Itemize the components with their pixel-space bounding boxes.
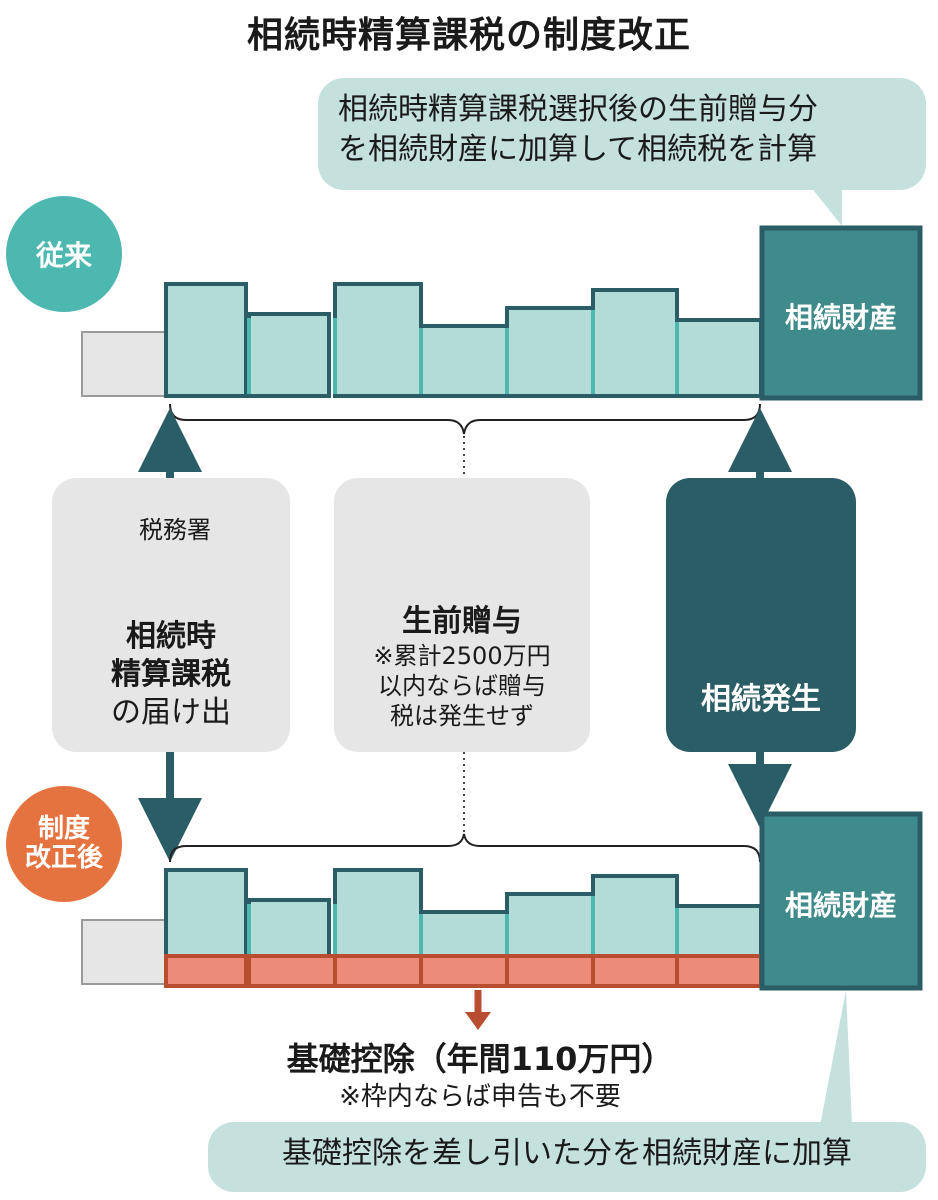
badge-new-line-2: 改正後	[24, 843, 103, 873]
estate-label-old: 相続財産	[784, 301, 897, 334]
gift-bar-old-5	[505, 306, 595, 398]
arrow-deduction-head	[465, 1012, 491, 1030]
callout-top: 相続時精算課税選択後の生前贈与分 を相続財産に加算して相続税を計算	[318, 78, 926, 190]
gift-bar-new-3	[333, 868, 423, 958]
tax-office-label-3: の届け出	[111, 695, 231, 730]
gift-bar-new-7	[675, 904, 763, 958]
badge-after-revision: 制度 改正後	[6, 786, 122, 902]
gift-bar-new-2	[247, 898, 331, 958]
tax-office-sign: 税務署	[139, 516, 211, 544]
gift-bar-old-1	[164, 282, 248, 398]
deduction-heading: 基礎控除（年間110万円）	[286, 1040, 674, 1078]
gift-bar-new-6	[591, 874, 679, 958]
callout-top-tail	[810, 186, 842, 226]
callout-top-line-1: 相続時精算課税選択後の生前贈与分	[338, 92, 818, 127]
estate-label-new: 相続財産	[784, 889, 897, 922]
panel-inheritance: 相続発生	[666, 478, 856, 752]
diagram-title: 相続時精算課税の制度改正	[246, 15, 691, 56]
gift-bar-old-7	[675, 318, 763, 398]
inheritance-label: 相続発生	[701, 682, 821, 717]
gift-bar-old-4	[419, 324, 509, 398]
gift-bar-old-3	[333, 282, 423, 398]
gift-bars-old	[164, 282, 763, 398]
gift-note-2: 以内ならば贈与	[378, 672, 546, 700]
gift-note-3: 税は発生せず	[390, 702, 534, 730]
gift-note-1: ※累計2500万円	[373, 642, 551, 670]
pre-period-block-old	[81, 331, 167, 397]
gift-bar-new-4	[419, 910, 509, 958]
tax-office-label-1: 相続時	[126, 619, 216, 654]
callout-bottom-text: 基礎控除を差し引いた分を相続財産に加算	[282, 1136, 852, 1171]
callout-top-line-2: を相続財産に加算して相続税を計算	[338, 131, 818, 167]
gift-bar-old-6	[591, 288, 679, 398]
gift-bar-old-2	[247, 312, 331, 398]
estate-block-old	[759, 225, 923, 401]
tax-office-label-2: 精算課税	[111, 657, 231, 692]
gift-bars-new	[164, 868, 763, 958]
badge-new-line-1: 制度	[37, 813, 90, 844]
badge-previous-label: 従来	[35, 239, 92, 272]
panel-tax-office: 税務署 相続時 精算課税 の届け出	[52, 478, 290, 752]
callout-bottom: 基礎控除を差し引いた分を相続財産に加算	[208, 1122, 926, 1192]
gift-bar-new-1	[164, 868, 248, 958]
deduction-note: ※枠内ならば申告も不要	[339, 1082, 621, 1112]
badge-previous-system: 従来	[6, 196, 122, 312]
gift-heading: 生前贈与	[402, 604, 522, 639]
pre-period-block-new	[81, 919, 167, 985]
gift-bar-new-5	[505, 892, 595, 958]
deduction-strip	[164, 954, 763, 988]
estate-block-new	[759, 811, 923, 991]
callout-bottom-tail	[820, 990, 852, 1126]
brace-top	[169, 403, 761, 435]
brace-bottom	[169, 833, 761, 863]
panel-lifetime-gift: 生前贈与 ※累計2500万円 以内ならば贈与 税は発生せず	[334, 478, 590, 752]
